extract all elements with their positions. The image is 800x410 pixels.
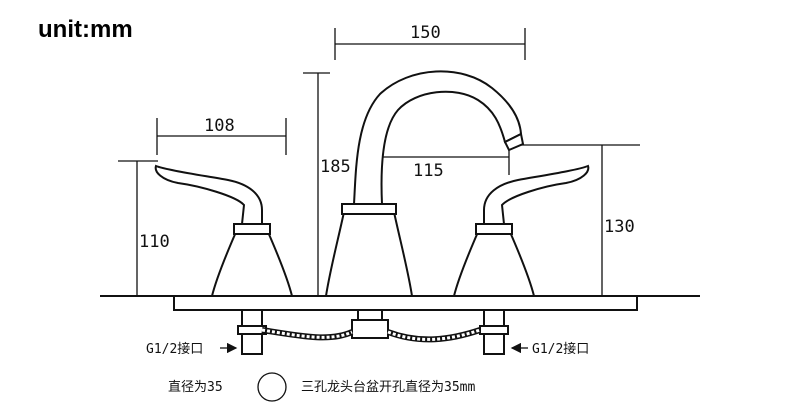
right-handle: [452, 164, 590, 297]
dimension-handle-height: 110: [118, 160, 170, 296]
hole-diameter-label: 直径为35: [168, 380, 223, 395]
dimension-label-150: 150: [410, 23, 441, 43]
svg-text:G1/2接口: G1/2接口: [146, 341, 203, 357]
dimension-label-185: 185: [320, 157, 351, 177]
dimension-label-130: 130: [604, 217, 635, 237]
supply-fittings: [237, 309, 509, 355]
dimension-spout-spread: 150: [334, 23, 526, 60]
dimension-spout-height: 185: [303, 72, 351, 296]
connection-label-left: G1/2接口: [146, 341, 238, 357]
dimension-label-108: 108: [204, 116, 235, 136]
dimension-label-110: 110: [139, 232, 170, 252]
center-spout: [324, 70, 525, 297]
dimension-side-height: 130: [512, 144, 640, 296]
hole-circle: [257, 372, 287, 402]
left-handle: [154, 164, 294, 297]
unit-label: unit:mm: [38, 16, 133, 43]
hole-note: 三孔龙头台盆开孔直径为35mm: [301, 380, 475, 395]
dimension-label-115: 115: [413, 161, 444, 181]
svg-text:G1/2接口: G1/2接口: [532, 341, 589, 357]
connection-label-right: G1/2接口: [510, 341, 589, 357]
dimension-handle-width: 108: [156, 116, 287, 155]
countertop: [173, 295, 638, 311]
braided-hoses: [261, 327, 481, 343]
dimension-spout-reach: 115: [371, 138, 510, 181]
